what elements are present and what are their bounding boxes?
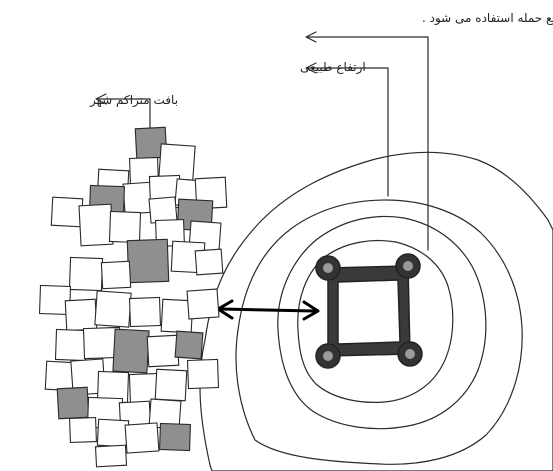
- building-block: [108, 210, 142, 244]
- building-block: [69, 416, 97, 444]
- building-block-shaded: [158, 422, 192, 452]
- building-block: [186, 288, 220, 320]
- city-fabric-arrowhead: [95, 93, 107, 105]
- building-block: [100, 260, 132, 290]
- building-block: [96, 418, 130, 448]
- tower-bottom-left-core: [323, 351, 333, 361]
- connection-arrowhead-right: [302, 300, 320, 321]
- city-fabric-label: بافت متراکم شهر: [89, 93, 178, 108]
- building-block: [54, 328, 88, 362]
- building-block: [94, 290, 132, 328]
- building-block: [128, 296, 162, 328]
- connection-arrow: [216, 299, 320, 321]
- city-fabric-leader: [97, 98, 151, 135]
- elevation-contours: [199, 151, 553, 471]
- building-block-shaded: [112, 328, 150, 374]
- citadel-walls: [327, 265, 411, 357]
- tower-top-left-core: [323, 263, 333, 273]
- building-block: [186, 358, 220, 390]
- building-block: [50, 196, 84, 228]
- building-block: [158, 143, 196, 181]
- city-fabric-annotation: بافت متراکم شهر: [89, 93, 178, 135]
- building-block-shaded: [174, 330, 204, 360]
- connection-arrow-shaft: [220, 307, 316, 313]
- building-block-shaded: [126, 238, 170, 284]
- contour-outer: [199, 151, 553, 471]
- building-block: [146, 334, 180, 368]
- citadel-arrowhead: [305, 31, 317, 43]
- building-block: [194, 248, 224, 276]
- building-block: [154, 368, 188, 402]
- tower-top-right-core: [403, 261, 413, 271]
- city-fabric: [38, 126, 228, 468]
- building-block: [78, 203, 114, 247]
- elevation-arrowhead: [305, 62, 317, 74]
- contour-middle: [235, 199, 523, 465]
- building-block-shaded: [56, 386, 90, 420]
- citadel-annotation: قلعه مرو وا هم شهر که در مواقع حمله استف…: [305, 11, 553, 251]
- building-block: [64, 298, 98, 332]
- tower-bottom-right-core: [405, 349, 415, 359]
- contour-inner: [277, 215, 487, 430]
- citadel-leader: [307, 36, 429, 251]
- citadel: [315, 253, 423, 369]
- building-block: [94, 444, 128, 468]
- elevation-leader: [307, 67, 389, 197]
- building-block: [148, 196, 178, 224]
- elevation-annotation: ارتفاع طبیعی: [300, 60, 389, 197]
- building-block: [68, 256, 104, 292]
- building-block: [124, 422, 160, 454]
- citadel-label: قلعه مرو وا هم شهر که در مواقع حمله استف…: [422, 11, 553, 26]
